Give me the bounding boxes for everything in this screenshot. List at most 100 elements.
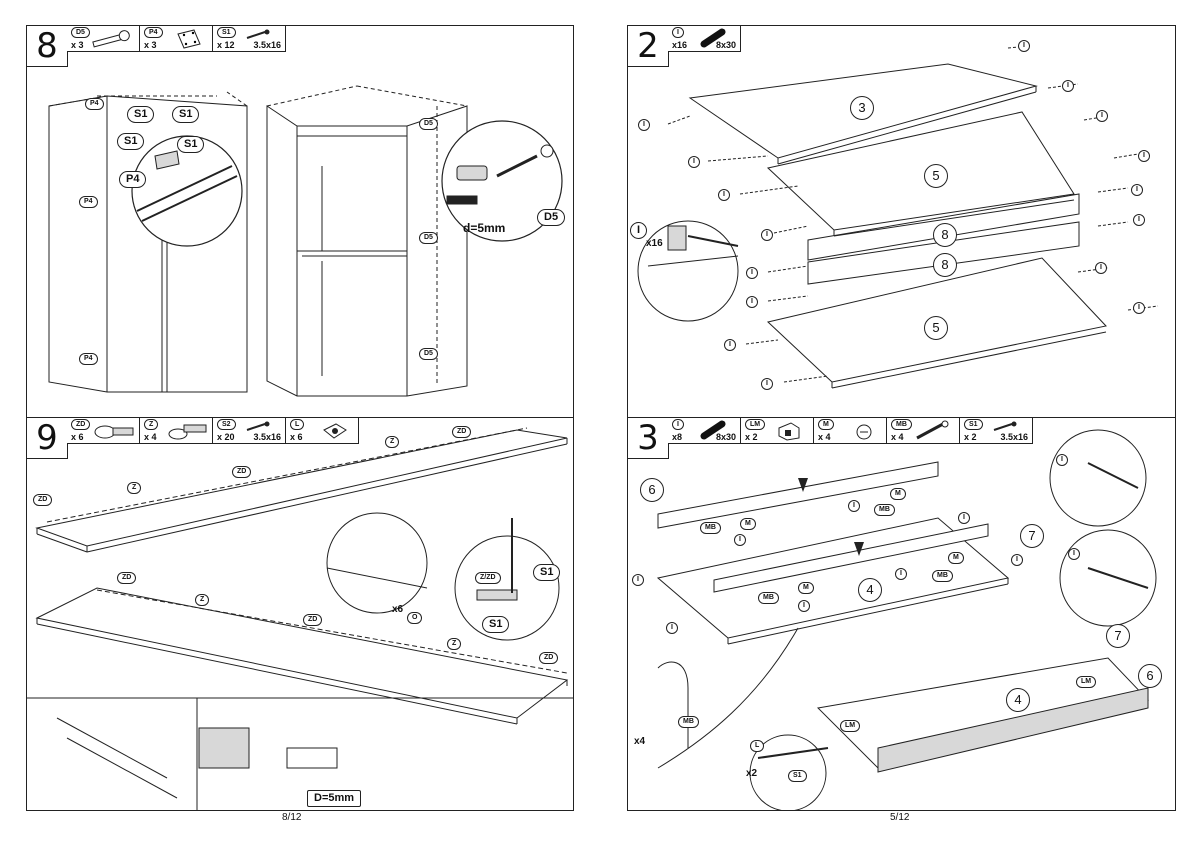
- callout-s1: S1: [788, 770, 807, 782]
- part-lm: LM x 2: [741, 418, 814, 444]
- part-code: LM: [745, 419, 766, 430]
- panel-number: 4: [1006, 688, 1030, 712]
- callout-zd: ZD: [33, 494, 53, 506]
- callout-i: I: [718, 189, 730, 201]
- part-code: I: [672, 419, 684, 430]
- callout-o: O: [407, 612, 423, 624]
- page-number: 8/12: [282, 812, 302, 823]
- part-code: P4: [144, 27, 163, 38]
- panel-number: 5: [924, 316, 948, 340]
- part-qty: x8: [672, 432, 683, 442]
- right-page: 2 I x16 8x30: [600, 0, 1200, 849]
- part-code: ZD: [71, 419, 91, 430]
- part-code: Z: [144, 419, 159, 430]
- callout-i: I: [724, 339, 736, 351]
- part-i: I x16 8x30: [668, 26, 741, 52]
- dowel-icon: [700, 420, 726, 440]
- callout-i: I: [1095, 262, 1107, 274]
- callout-d5: D5: [537, 209, 566, 226]
- part-m: M x 4: [814, 418, 887, 444]
- callout-z: Z: [385, 436, 400, 448]
- callout-z: Z: [447, 638, 462, 650]
- part-i: I x8 8x30: [668, 418, 741, 444]
- callout-p4: P4: [119, 171, 147, 188]
- hinge-icon: [168, 424, 207, 440]
- part-qty: x 3: [144, 40, 157, 50]
- callout-zzd: Z/ZD: [475, 572, 501, 584]
- callout-i: I: [632, 574, 644, 586]
- cam-lock-icon: [856, 424, 872, 440]
- callout-p4: P4: [79, 353, 98, 365]
- drill-diameter: d=5mm: [463, 221, 506, 235]
- part-qty: x 4: [144, 432, 157, 442]
- panel-number: 5: [924, 164, 948, 188]
- callout-d5: D5: [419, 118, 438, 130]
- callout-i: I: [1056, 454, 1068, 466]
- hinge-icon: [94, 425, 134, 439]
- callout-mb: MB: [678, 716, 699, 728]
- step-8-panel: 8 D5 x 3 P4 x 3 S1 x 12 3.5x16: [26, 25, 574, 419]
- callout-d5: D5: [419, 348, 438, 360]
- callout-mb: MB: [932, 570, 953, 582]
- cam-bolt-icon: [916, 420, 949, 440]
- callout-mb: MB: [758, 592, 779, 604]
- callout-i: I: [1011, 554, 1023, 566]
- callout-i: I: [746, 296, 758, 308]
- part-p4: P4 x 3: [140, 26, 213, 52]
- part-code: D5: [71, 27, 90, 38]
- panel-number: 8: [933, 223, 957, 247]
- callout-s1: S1: [117, 133, 145, 150]
- step-3-panel: 3 I x8 8x30 LM x 2 M x 4 MB x 4: [627, 417, 1176, 811]
- part-qty: x16: [672, 40, 688, 50]
- step-number: 2: [628, 26, 669, 67]
- step-9-panel: 9 ZD x 6 Z x 4 S2 x 20 3.5x16 L x 6: [26, 417, 574, 811]
- screw-icon: [246, 29, 270, 39]
- callout-i: I: [761, 378, 773, 390]
- left-page: 8 D5 x 3 P4 x 3 S1 x 12 3.5x16: [26, 25, 574, 823]
- part-l: L x 6: [286, 418, 359, 444]
- drill-diameter: D=5mm: [307, 790, 362, 807]
- panel-number: 8: [933, 253, 957, 277]
- quantity-label: x2: [746, 768, 758, 779]
- callout-i: I: [798, 600, 810, 612]
- parts-list: I x16 8x30: [668, 26, 741, 52]
- callout-mb: MB: [874, 504, 895, 516]
- quantity-label: x16: [646, 238, 663, 249]
- screw-icon: [246, 421, 270, 431]
- part-code: L: [290, 419, 305, 430]
- part-spec: 3.5x16: [1000, 432, 1028, 442]
- screw-icon: [993, 421, 1017, 431]
- step-2-panel: 2 I x16 8x30: [627, 25, 1176, 419]
- callout-s1: S1: [482, 616, 510, 633]
- step-number: 9: [27, 418, 68, 459]
- parts-list: D5 x 3 P4 x 3 S1 x 12 3.5x16: [67, 26, 286, 52]
- callout-m: M: [798, 582, 814, 594]
- part-zd: ZD x 6: [67, 418, 140, 444]
- shelf-support-icon: [778, 422, 800, 441]
- callout-s1: S1: [172, 106, 200, 123]
- callout-i: I: [666, 622, 678, 634]
- bumper-pad-icon: [323, 423, 347, 439]
- callout-lm: LM: [1076, 676, 1097, 688]
- callout-i: I: [1062, 80, 1074, 92]
- callout-s1: S1: [177, 136, 205, 153]
- plate-icon: [177, 29, 201, 49]
- callout-zd: ZD: [232, 466, 252, 478]
- part-code: S1: [217, 27, 236, 38]
- callout-zd: ZD: [452, 426, 472, 438]
- door-hinge-illustration: [27, 427, 573, 810]
- callout-p4: P4: [79, 196, 98, 208]
- parts-list: I x8 8x30 LM x 2 M x 4 MB x 4 S1: [668, 418, 1033, 444]
- part-code: I: [672, 27, 684, 38]
- callout-zd: ZD: [303, 614, 323, 626]
- part-qty: x 6: [290, 432, 303, 442]
- callout-i: I: [761, 229, 773, 241]
- callout-i: I: [746, 267, 758, 279]
- dowel-icon: [700, 28, 726, 48]
- callout-i: I: [638, 119, 650, 131]
- part-spec: 8x30: [715, 432, 736, 442]
- callout-l: L: [750, 740, 765, 752]
- callout-i: I: [848, 500, 860, 512]
- callout-p4: P4: [85, 98, 104, 110]
- wardrobe-illustration: [48, 85, 563, 397]
